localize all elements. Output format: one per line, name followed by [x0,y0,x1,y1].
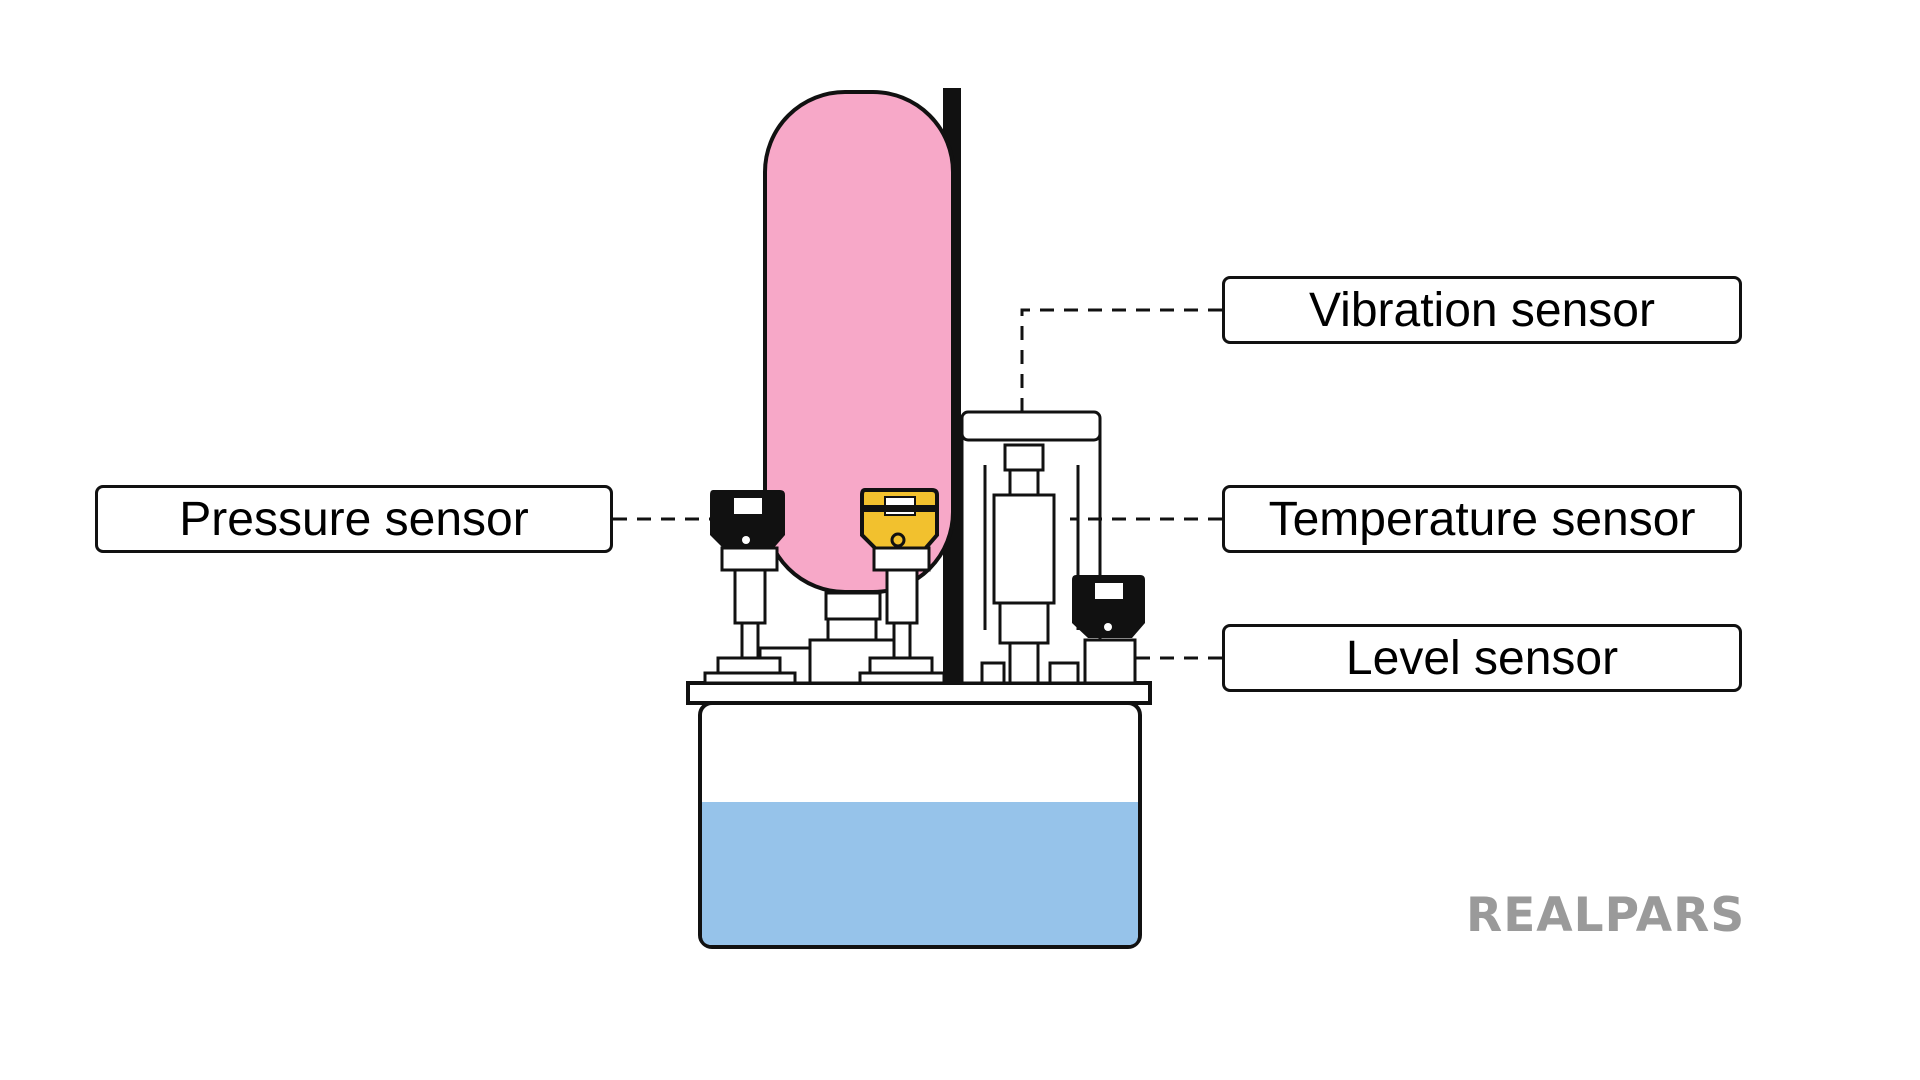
pressure-sensor-label: Pressure sensor [95,485,613,553]
level-sensor-label: Level sensor [1222,624,1742,692]
vibration-sensor-label: Vibration sensor [1222,276,1742,344]
temperature-sensor-label: Temperature sensor [1222,485,1742,553]
pressure-sensor-device [703,490,797,685]
pump-motor-icon [960,410,1102,685]
realpars-logo: REALPARS [1466,888,1746,943]
tank-lid [686,681,1152,705]
vibration-leader-line [1020,308,1222,412]
reservoir-tank-icon [686,681,1152,949]
level-sensor-device [1072,575,1145,685]
leader-lines [613,308,1222,660]
hydraulic-fluid [702,802,1138,945]
temperature-sensor-device [858,488,946,685]
